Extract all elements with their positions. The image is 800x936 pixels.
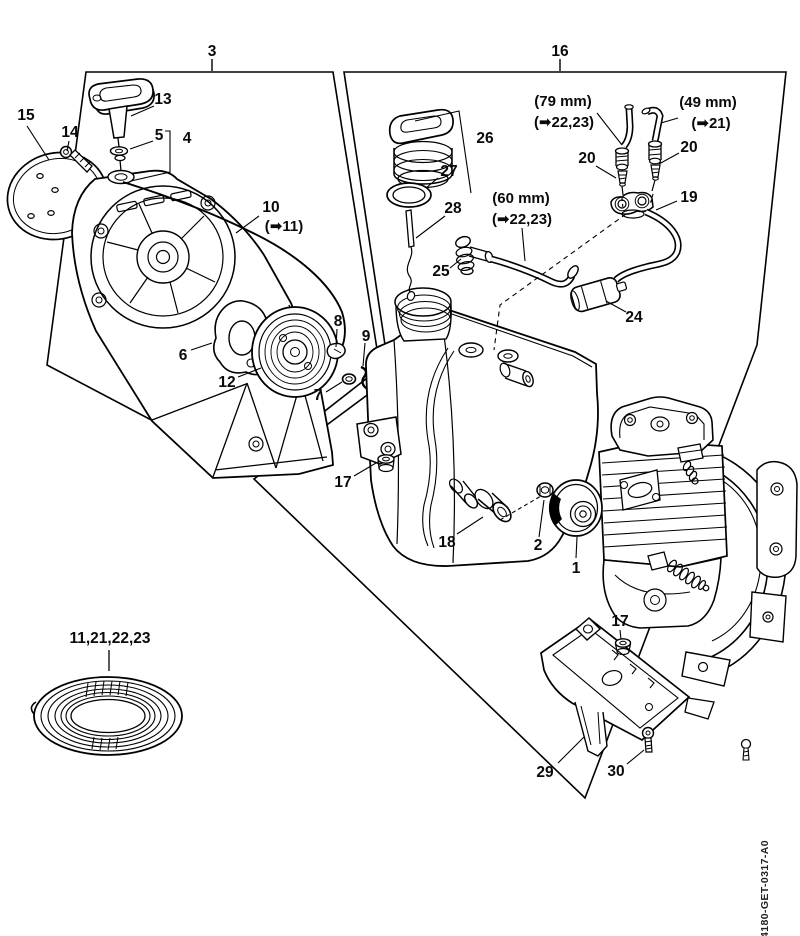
fuel-cap-oring (386, 182, 432, 208)
callout-79mm-ref: (➡22,23) (534, 114, 594, 131)
callout-60mm-ref: (➡22,23) (492, 211, 552, 228)
cap-retainer-pin (405, 209, 416, 301)
crankshaft-spring (647, 551, 710, 592)
callout-17-engine: 17 (611, 613, 628, 630)
clutch-nut (536, 482, 554, 498)
fuel-filter (570, 276, 628, 313)
callout-10-ref: (➡11) (265, 218, 303, 235)
fuel-hose-49mm (641, 106, 664, 142)
starter-post-washer (107, 146, 135, 185)
starter-grip-handle (88, 78, 155, 148)
callout-1: 1 (572, 560, 581, 577)
callout-20-right: 20 (680, 139, 697, 156)
fuel-hose-79mm (621, 104, 634, 149)
assembly-dashed-lines (493, 193, 654, 521)
callout-29: 29 (536, 764, 554, 781)
tank-port-grommet (610, 191, 654, 219)
callout-20-left: 20 (578, 150, 595, 167)
callout-rope-group: 11,21,22,23 (69, 630, 150, 647)
callout-4: 4 (183, 130, 192, 147)
callout-box3: 3 (208, 43, 217, 60)
starter-rope-coil (30, 650, 183, 756)
fuel-cap (388, 108, 454, 189)
engine-mount-flange (756, 460, 798, 579)
callout-28: 28 (444, 200, 462, 217)
callout-8: 8 (334, 313, 343, 330)
callout-6: 6 (179, 347, 188, 364)
starter-leader-lines (26, 105, 366, 393)
tank-bottom-stub (448, 478, 479, 509)
filter-hose (613, 208, 682, 283)
hose-connector-right (647, 140, 663, 192)
spark-plug (677, 443, 704, 485)
fuel-hose-60mm (490, 255, 579, 288)
pawl-washer (341, 373, 357, 385)
filter-base-screw (641, 726, 655, 753)
engine-leader-lines (538, 499, 578, 559)
callout-9: 9 (362, 328, 371, 345)
drawing-number: 4180-GET-0317-A0 (759, 840, 771, 936)
tank-mount-lug (356, 416, 402, 465)
filter-base-leaders (557, 629, 645, 765)
shroud-screw (740, 738, 752, 761)
engine-grommet (614, 638, 632, 656)
starter-rope (122, 181, 346, 366)
hose-connector-left (614, 147, 630, 196)
starter-housing (71, 169, 334, 479)
engine-head-cover (610, 396, 714, 457)
starter-cover-screw (59, 145, 93, 173)
callout-49mm: (49 mm) (679, 94, 737, 111)
callout-30: 30 (607, 763, 624, 780)
rope-rotor (251, 306, 339, 398)
starter-pawl (326, 342, 346, 360)
tank-right-stub (499, 362, 534, 388)
callout-15: 15 (17, 107, 35, 124)
callout-13: 13 (154, 91, 172, 108)
fuel-tank (365, 306, 599, 567)
callout-12: 12 (218, 374, 235, 391)
callout-24: 24 (625, 309, 643, 326)
callout-5: 5 (155, 127, 164, 144)
elbow-connector (455, 235, 494, 276)
housing-vent-slots (116, 189, 192, 213)
callout-7: 7 (314, 387, 323, 404)
callout-25: 25 (432, 263, 450, 280)
callout-27: 27 (440, 163, 457, 180)
clutch-drum (548, 479, 603, 537)
callout-49mm-ref: (➡21) (691, 115, 730, 132)
tank-filler-neck (394, 287, 452, 342)
callout-18: 18 (438, 534, 456, 551)
air-filter-base (540, 617, 715, 757)
tank-grommet (377, 454, 395, 473)
callout-79mm: (79 mm) (534, 93, 592, 110)
housing-screw-bosses (91, 195, 264, 452)
engine-assembly (598, 396, 798, 761)
engine-crankcase (602, 556, 722, 629)
housing-ribs (106, 203, 216, 314)
callout-14: 14 (61, 124, 79, 141)
callout-26: 26 (476, 130, 494, 147)
engine-cylinder (598, 440, 728, 568)
callout-2: 2 (534, 537, 543, 554)
tank-leader-lines (353, 110, 680, 535)
callout-60mm: (60 mm) (492, 190, 550, 207)
callout-19: 19 (680, 189, 698, 206)
tank-vent-ports (458, 342, 519, 363)
callout-box16: 16 (551, 43, 569, 60)
callout-10: 10 (262, 199, 279, 216)
callout-17-tank: 17 (334, 474, 351, 491)
